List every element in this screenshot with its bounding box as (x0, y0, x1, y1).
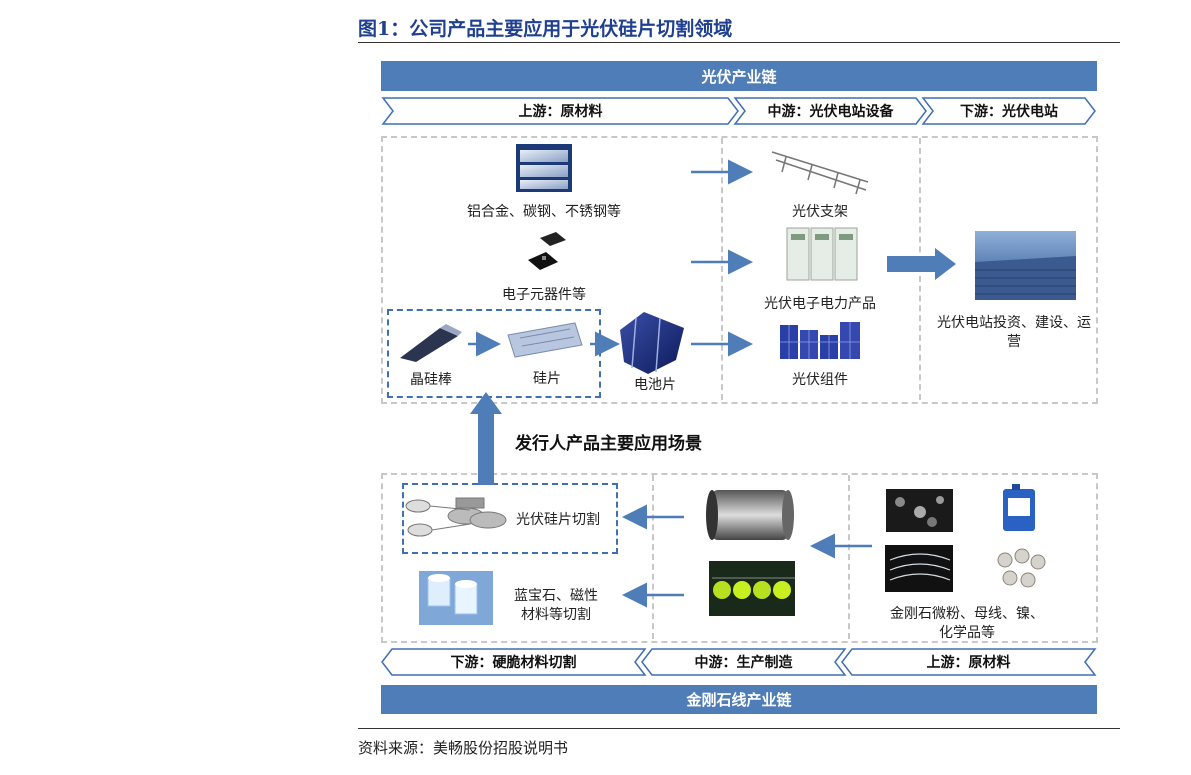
wire-spool-image (706, 490, 794, 540)
silicon-wafer-image (507, 322, 583, 358)
pv-stage-upstream-label: 上游：原材料 (518, 104, 603, 120)
power-cabinet-image (786, 227, 858, 281)
sapphire-label-line2: 材料等切割 (521, 607, 591, 623)
dw-stage-midstream-label: 中游：生产制造 (694, 655, 793, 671)
wire-coil-image (885, 545, 953, 592)
pv-chain-banner: 光伏产业链 (381, 61, 1097, 91)
pv-stage-downstream-label: 下游：光伏电站 (960, 104, 1058, 120)
station-label: 光伏电站投资、建设、运营 (937, 315, 1091, 350)
dw-stage-midstream-chevron (641, 648, 847, 676)
solar-cell-image (620, 312, 684, 374)
scenario-label: 发行人产品主要应用场景 (515, 434, 702, 454)
dw-chain-area (381, 473, 1098, 643)
chemical-canister-image (1003, 484, 1035, 531)
figure-title: 图1：公司产品主要应用于光伏硅片切割领域 (358, 18, 733, 40)
silicon-ingot-image (400, 324, 462, 362)
dw-chain-banner: 金刚石线产业链 (381, 685, 1097, 714)
sapphire-label-line1: 蓝宝石、磁性 (514, 588, 598, 604)
diamond-powder-image (886, 489, 953, 532)
dw-divider-1 (652, 475, 654, 639)
nickel-image (997, 548, 1046, 588)
wire-saw-image (405, 497, 507, 537)
dw-stage-upstream-label: 上游：原材料 (926, 655, 1011, 671)
source-note: 资料来源：美畅股份招股说明书 (358, 739, 569, 757)
pv-chain-banner-label: 光伏产业链 (701, 67, 777, 86)
module-label: 光伏组件 (792, 372, 848, 388)
materials-label-line2: 化学品等 (939, 625, 995, 641)
pv-bracket-image (771, 151, 869, 195)
dw-chain-banner-label: 金刚石线产业链 (686, 691, 792, 709)
pv-stage-downstream-chevron (921, 97, 1096, 125)
title-rule (358, 42, 1120, 43)
dw-divider-2 (848, 475, 850, 639)
power-station-image (975, 231, 1076, 300)
electronic-chips-image (528, 232, 566, 270)
dw-stage-upstream-chevron (841, 648, 1097, 676)
pv-stage-midstream-chevron (733, 97, 927, 125)
cell-label: 电池片 (634, 377, 676, 393)
electronics-label: 电子元器件等 (502, 287, 586, 303)
dw-stage-downstream-label: 下游：硬脆材料切割 (450, 655, 577, 671)
pv-cutting-label: 光伏硅片切割 (516, 512, 600, 528)
ingot-label: 晶硅棒 (410, 372, 452, 388)
production-line-image (709, 561, 795, 616)
pv-module-image (780, 322, 860, 359)
bracket-label: 光伏支架 (792, 204, 848, 220)
sapphire-image (419, 571, 493, 625)
dw-stage-downstream-chevron (381, 648, 647, 676)
power-products-label: 光伏电子电力产品 (764, 296, 876, 312)
pv-chain-area (381, 136, 1098, 404)
pv-stage-midstream-label: 中游：光伏电站设备 (767, 104, 894, 120)
aluminum-label: 铝合金、碳钢、不锈钢等 (467, 204, 621, 220)
aluminum-profile-image (516, 144, 572, 192)
pv-divider-1 (721, 138, 723, 400)
source-rule (358, 728, 1120, 729)
pv-stage-upstream-chevron (381, 97, 739, 125)
pv-cutting-box (402, 483, 618, 554)
wafer-label: 硅片 (533, 371, 561, 387)
materials-label-line1: 金刚石微粉、母线、镍、 (890, 606, 1044, 622)
